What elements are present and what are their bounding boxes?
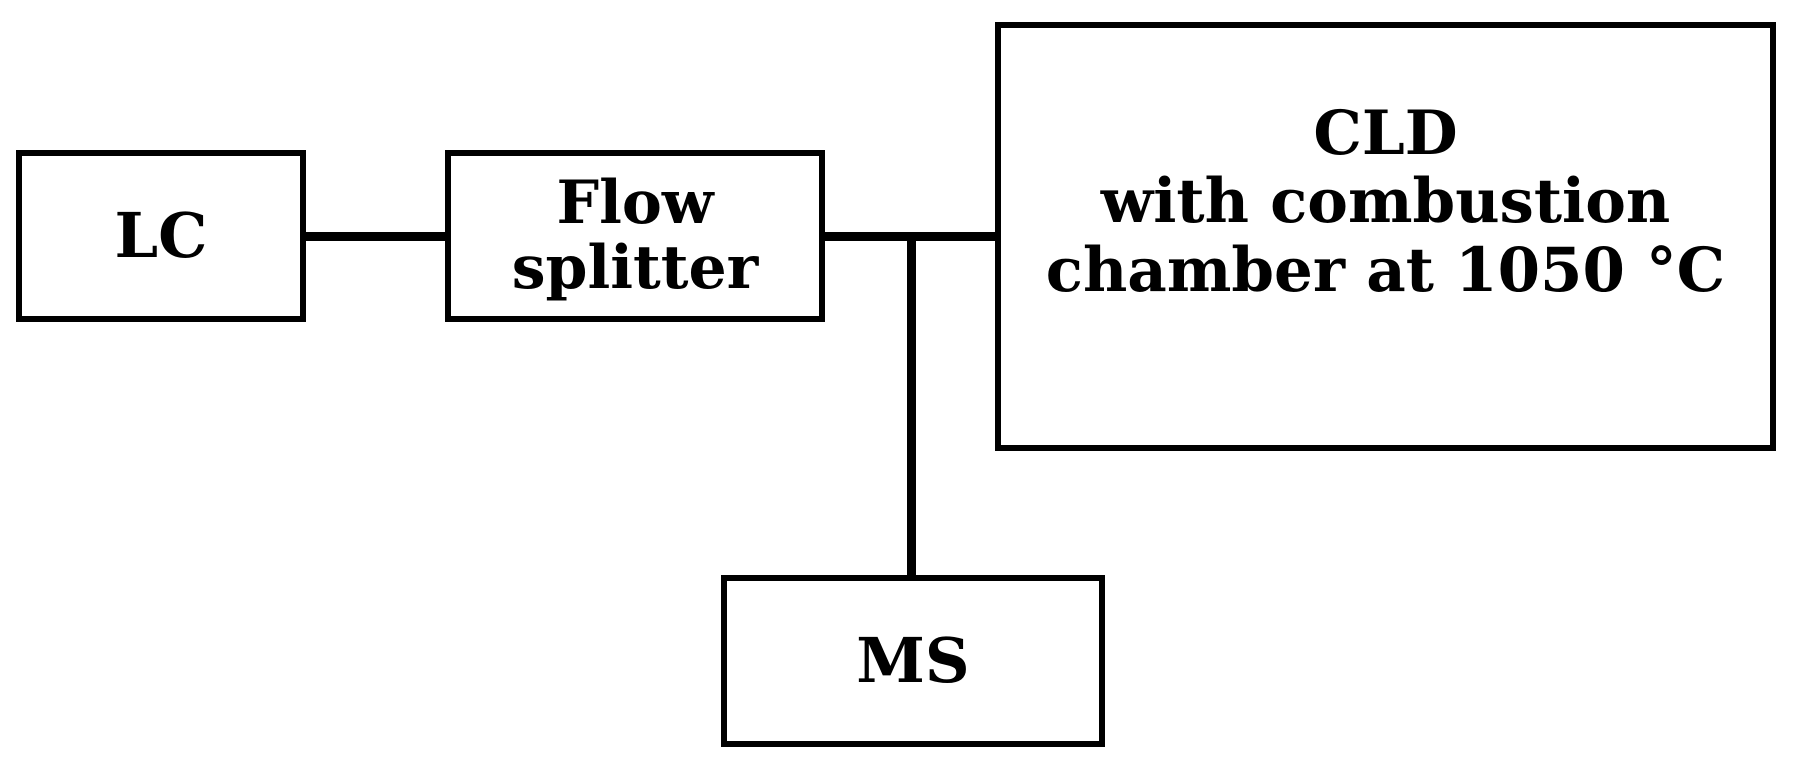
- flow-splitter-label-line1: Flow: [556, 168, 714, 239]
- cld-label-line3: chamber at 1050 °C: [1045, 234, 1726, 306]
- connector-lc-to-splitter: [304, 232, 447, 241]
- lc-label: LC: [114, 199, 208, 273]
- flow-splitter-box: Flow splitter: [445, 150, 825, 322]
- ms-box: MS: [721, 575, 1105, 747]
- cld-label-line1: CLD: [1313, 98, 1458, 169]
- lc-box: LC: [16, 150, 306, 322]
- connector-junction-to-ms: [907, 236, 916, 577]
- ms-label: MS: [856, 624, 970, 698]
- flow-splitter-label-line2: splitter: [511, 233, 759, 303]
- cld-box: CLD with combustion chamber at 1050 °C: [995, 22, 1776, 451]
- cld-label-line2: with combustion: [1100, 166, 1671, 238]
